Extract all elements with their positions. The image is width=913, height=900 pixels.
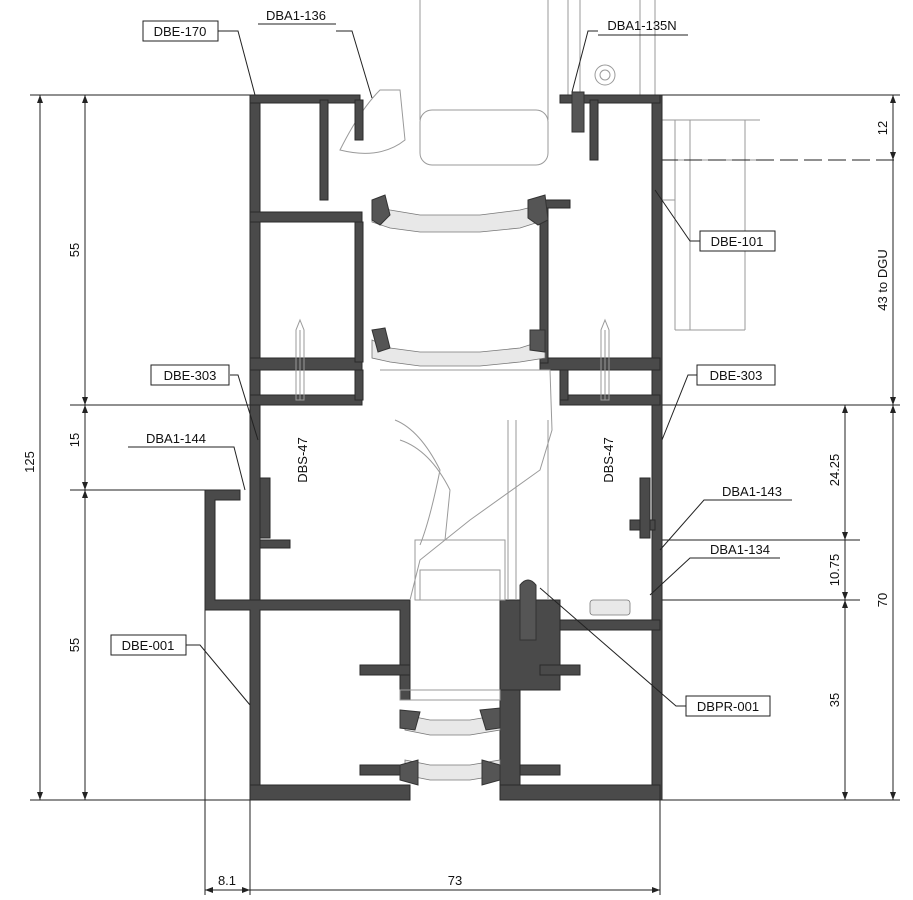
label-dbe170: DBE-170: [142, 20, 219, 42]
label-dba1-143: DBA1-143: [712, 484, 792, 501]
label-dbpr001-text: DBPR-001: [697, 699, 759, 714]
extension-lines: [30, 94, 900, 895]
label-dbe303-right: DBE-303: [696, 364, 776, 386]
label-dba1-134-text: DBA1-134: [710, 542, 770, 557]
label-dbpr001: DBPR-001: [685, 695, 771, 717]
dimension-70: 70: [875, 593, 890, 607]
glazing-background: [339, 0, 760, 331]
label-dba1-136-text: DBA1-136: [266, 8, 326, 23]
hardware-sketch: [380, 369, 631, 701]
dimension-10-75: 10.75: [827, 554, 842, 587]
frame-profiles: [204, 94, 663, 801]
dimension-15: 15: [67, 433, 82, 447]
dimension-125: 125: [22, 451, 37, 473]
label-dbe001-text: DBE-001: [122, 638, 175, 653]
dimension-55-bottom: 55: [67, 638, 82, 652]
label-dba1-144: DBA1-144: [128, 431, 224, 448]
dimension-73: 73: [448, 873, 462, 888]
label-dba1-135n: DBA1-135N: [598, 18, 688, 36]
label-dba1-134: DBA1-134: [700, 542, 780, 559]
dimension-43-to-dgu: 43 to DGU: [875, 249, 890, 310]
label-leaders: [186, 30, 712, 707]
label-dbe170-text: DBE-170: [154, 24, 207, 39]
label-dba1-144-text: DBA1-144: [146, 431, 206, 446]
label-dbe303-left-text: DBE-303: [164, 368, 217, 383]
label-dbe101: DBE-101: [699, 230, 776, 252]
label-dbe101-text: DBE-101: [711, 234, 764, 249]
label-dbs47-right: DBS-47: [601, 437, 616, 483]
dimension-35: 35: [827, 693, 842, 707]
thermal-breaks: [371, 204, 546, 781]
dbs47-screws: [295, 318, 610, 401]
label-dba1-143-text: DBA1-143: [722, 484, 782, 499]
dimension-12: 12: [875, 121, 890, 135]
dimension-lines: [37, 95, 896, 893]
dimension-8-1: 8.1: [218, 873, 236, 888]
label-dba1-135n-text: DBA1-135N: [607, 18, 676, 33]
label-dbe303-left: DBE-303: [150, 364, 230, 386]
dimension-55-top: 55: [67, 243, 82, 257]
label-dbe001: DBE-001: [110, 634, 187, 656]
label-dbe303-right-text: DBE-303: [710, 368, 763, 383]
label-dbs47-left: DBS-47: [295, 437, 310, 483]
dimension-24-25: 24.25: [827, 454, 842, 487]
gaskets: [371, 91, 585, 786]
label-dba1-136: DBA1-136: [258, 8, 336, 25]
